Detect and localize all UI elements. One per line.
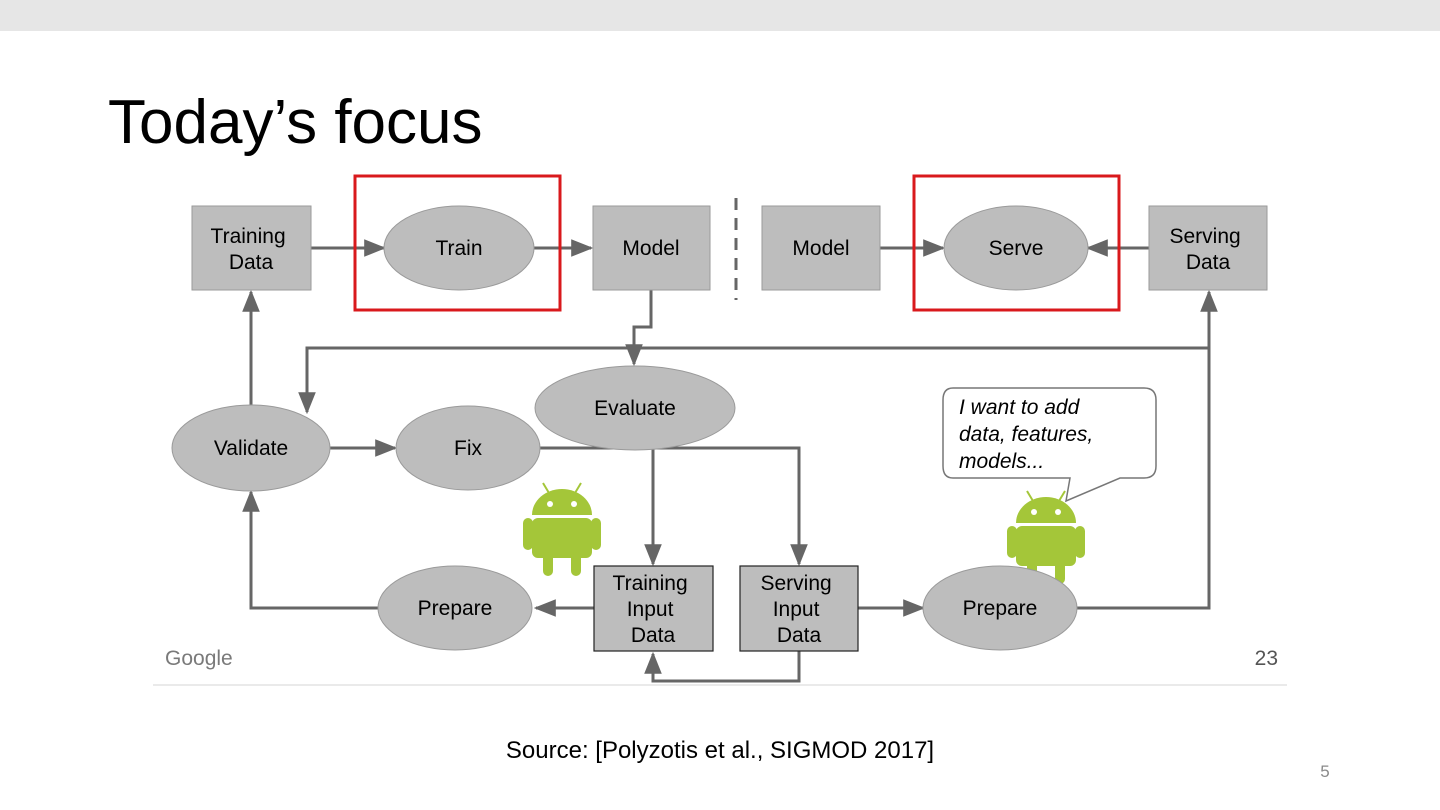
serve-node <box>943 205 1089 291</box>
pipeline-diagram-svg: Training Data Train Model Model Serve Se… <box>153 174 1287 686</box>
speech-bubble <box>942 387 1157 503</box>
validate-label: Validate <box>214 437 288 460</box>
training-input-data-box <box>593 565 714 652</box>
arrow-prepare-to-validate <box>242 489 380 610</box>
evaluate-label: Evaluate <box>594 397 676 420</box>
arrow-model-to-evaluate <box>625 290 653 367</box>
train-focus-highlight <box>353 174 562 312</box>
arrow-feedback-to-validate <box>298 346 1209 415</box>
android-icon-right <box>1007 490 1085 584</box>
speech-bubble-text: I want to add data, features, models... <box>959 396 1099 473</box>
android-icon-left <box>523 482 601 576</box>
serving-input-data-box <box>739 565 859 652</box>
fix-node <box>395 405 541 491</box>
training-data-box <box>191 205 312 291</box>
train-node <box>383 205 535 291</box>
train-label: Train <box>435 237 482 260</box>
page-number: 5 <box>1320 762 1330 781</box>
arrow-servinginput-to-traininginput <box>644 651 801 683</box>
serving-data-label: Serving Data <box>1169 225 1246 274</box>
training-input-data-label: Training Input Data <box>613 572 694 647</box>
model-right-label: Model <box>792 237 849 260</box>
serving-data-box <box>1148 205 1268 291</box>
model-right-box <box>761 205 881 291</box>
prepare-right-node <box>922 565 1078 651</box>
top-bar <box>0 0 1440 31</box>
evaluate-node <box>534 365 736 451</box>
serve-label: Serve <box>989 237 1044 260</box>
fix-label: Fix <box>454 437 482 460</box>
serve-focus-highlight <box>912 174 1121 312</box>
prepare-right-label: Prepare <box>963 597 1038 620</box>
prepare-left-label: Prepare <box>418 597 493 620</box>
training-data-label: Training Data <box>211 225 292 274</box>
source-citation: Source: [Polyzotis et al., SIGMOD 2017] <box>505 737 935 764</box>
slide-title: Today’s focus <box>108 88 483 157</box>
inner-page-number: 23 <box>1255 647 1278 670</box>
arrow-prepare-to-servingdata <box>1076 289 1218 610</box>
google-logo: Google <box>165 647 233 670</box>
pipeline-diagram: Training Data Train Model Model Serve Se… <box>150 168 1290 688</box>
model-left-label: Model <box>622 237 679 260</box>
model-left-box <box>592 205 711 291</box>
serving-input-data-label: Serving Input Data <box>760 572 837 647</box>
validate-node <box>171 404 331 492</box>
prepare-left-node <box>377 565 533 651</box>
